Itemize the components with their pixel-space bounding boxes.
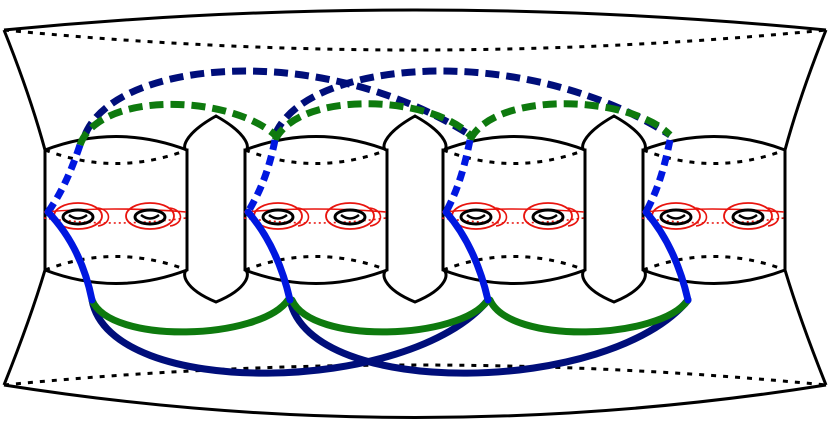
torus-hole-icon — [261, 208, 295, 226]
cylinder-3-top-front — [442, 135, 586, 152]
red-meridian-1 — [97, 207, 110, 227]
blue-front-segment-4 — [642, 208, 692, 304]
navy-back-arc-1 — [81, 67, 472, 138]
outer-top-front-arc — [3, 8, 827, 32]
red-meridian-2 — [169, 207, 182, 227]
cylinder-2-bottom-back — [244, 255, 388, 272]
navy-front-arc-1 — [88, 296, 492, 377]
cylinder-2-top-front — [244, 135, 388, 152]
torus-hole-icon — [61, 208, 95, 226]
torus-hole-icon — [731, 208, 765, 226]
red-band-solid-2 — [243, 208, 387, 213]
outer-surface — [2, 8, 828, 419]
red-meridian-8 — [767, 207, 780, 227]
red-band-solid-4 — [641, 208, 785, 213]
cylinder-4-bottom-back — [642, 255, 786, 272]
connector-3 — [581, 114, 647, 304]
torus-hole-inner-2 — [140, 213, 160, 220]
torus-hole-icon — [133, 208, 167, 226]
connectors — [183, 114, 647, 304]
red-band-dotted-2 — [243, 217, 387, 224]
cylinder-4-top-front — [642, 135, 786, 152]
cylinder-1-top-front — [44, 135, 188, 152]
back-curves — [45, 67, 674, 215]
cylinder-2-top-back — [244, 148, 388, 165]
red-loop-8 — [723, 202, 773, 230]
torus-hole-icon — [333, 208, 367, 226]
green-back-arc-1 — [76, 100, 278, 147]
outer-right-side — [783, 29, 828, 386]
front-curves — [44, 208, 692, 377]
blue-front-segment-2 — [244, 208, 294, 304]
cylinder-1-bottom-back — [44, 255, 188, 272]
red-meridian-6 — [567, 207, 580, 227]
navy-back-arc-2 — [271, 67, 672, 138]
green-front-arc-1 — [88, 296, 292, 336]
outer-top-back-arc — [3, 28, 827, 52]
torus-hole-icon — [531, 208, 565, 226]
cylinder-1-bottom-front — [44, 268, 188, 285]
red-band-dotted-4 — [641, 217, 785, 224]
red-band-solid-1 — [43, 208, 187, 213]
red-meridian-5 — [495, 207, 508, 227]
red-loop-6 — [523, 202, 573, 230]
green-back-arc-2 — [271, 100, 473, 142]
connector-2 — [382, 114, 448, 304]
torus-hole-icon — [459, 208, 493, 226]
cylinder-4-bottom-front — [642, 268, 786, 285]
red-loop-2 — [125, 202, 175, 230]
blue-front-segment-3 — [442, 208, 492, 304]
blue-back-segment-4 — [642, 139, 674, 214]
navy-front-arc-2 — [286, 296, 692, 377]
blue-back-segment-1 — [45, 143, 84, 215]
blue-front-segment-1 — [44, 208, 96, 304]
cylinder-3-bottom-back — [442, 255, 586, 272]
cylinder-2-bottom-front — [244, 268, 388, 285]
cylinder-4-top-back — [642, 148, 786, 165]
outer-bottom-front-arc — [3, 383, 827, 419]
outer-left-side — [2, 29, 47, 386]
genus-handles — [43, 202, 785, 230]
red-loop-4 — [325, 202, 375, 230]
torus-hole-inner-3 — [268, 213, 288, 220]
blue-back-segment-3 — [442, 139, 474, 214]
torus-hole-icon — [659, 208, 693, 226]
cylinder-3-top-back — [442, 148, 586, 165]
green-front-arc-2 — [288, 296, 492, 336]
red-meridian-3 — [297, 207, 310, 227]
connector-1 — [183, 114, 249, 304]
red-meridian-4 — [369, 207, 382, 227]
torus-hole-inner-1 — [68, 213, 88, 220]
cylinder-1-top-back — [44, 148, 188, 165]
blue-back-segment-2 — [244, 139, 279, 214]
cylinder-3-bottom-front — [442, 268, 586, 285]
green-front-arc-3 — [486, 296, 692, 336]
torus-hole-inner-4 — [340, 213, 360, 220]
red-meridian-7 — [695, 207, 708, 227]
red-band-solid-3 — [441, 208, 585, 213]
torus-hole-inner-8 — [738, 213, 758, 220]
red-band-dotted-3 — [441, 217, 585, 224]
outer-bottom-back-arc — [3, 363, 827, 387]
torus-hole-inner-6 — [538, 213, 558, 220]
torus-hole-inner-7 — [666, 213, 686, 220]
green-back-arc-3 — [466, 100, 673, 142]
torus-hole-inner-5 — [466, 213, 486, 220]
